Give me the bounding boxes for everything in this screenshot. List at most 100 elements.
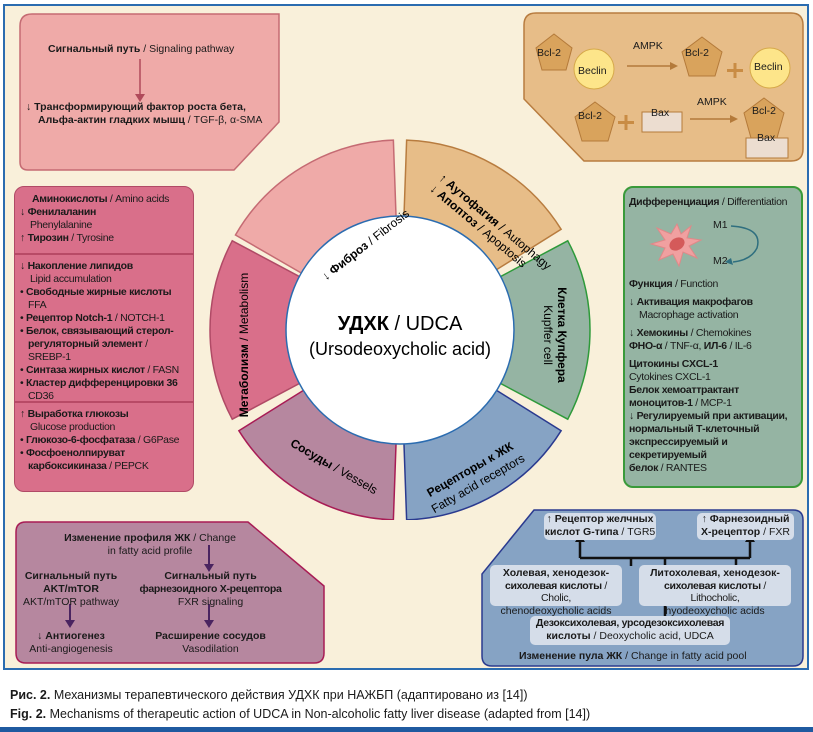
kupffer-segment-label-ru: Клетка Купфера — [555, 287, 569, 383]
bcl2-label: Bcl-2 — [685, 47, 709, 59]
chemokines-en: Chemokines — [695, 327, 752, 339]
ffa-en: FFA — [28, 299, 47, 311]
fxr-box-en: FXR — [769, 525, 790, 538]
g6pase-ru: Глюкозо-6-фосфатаза — [26, 434, 136, 446]
fa-pool-en: Change in fatty acid pool — [630, 650, 747, 662]
phenylalanine-en: Phenylalanine — [30, 219, 93, 231]
fxr-ru-1: Сигнальный путь — [164, 570, 257, 582]
deoxy-ru-2: кислоты — [546, 629, 591, 642]
caption-en-label: Fig. 2. — [10, 707, 47, 721]
differentiation-ru: Дифференциация — [629, 196, 720, 208]
fibrosis-result: ↓ Трансформирующий фактор роста бета, Ал… — [26, 101, 263, 126]
macrophage-icon — [649, 222, 703, 268]
plus-icon-v — [624, 115, 628, 130]
notch-ru: Рецептор Notch-1 — [26, 312, 113, 324]
anti-angiogenesis-ru: Антиогенез — [45, 630, 105, 642]
activation-ru: Активация макрофагов — [636, 296, 754, 308]
bullet-icon: • — [20, 434, 26, 446]
fxr-en: FXR signaling — [177, 596, 244, 608]
pepck-ru-2: карбоксикиназа — [28, 460, 107, 472]
cxcl-en: Cytokines CXCL-1 — [629, 371, 711, 383]
caption-ru-label: Рис. 2. — [10, 688, 51, 702]
bullet-icon: • — [20, 364, 26, 376]
cholic-ru-2: сихолевая кислоты — [504, 579, 602, 592]
il6-en: IL-6 — [734, 340, 752, 352]
amino-acids-en: Amino acids — [115, 193, 170, 205]
caption-en-text: Mechanisms of therapeutic action of UDCA… — [46, 707, 591, 721]
tnf-ru: ФНО-α — [629, 340, 663, 352]
mcp-ru-1: Белок хемоаттрактант — [629, 384, 739, 396]
down-arrow-icon: ↓ — [629, 410, 637, 422]
fibrosis-signal-label: Сигнальный путь / Signaling pathway — [48, 43, 235, 55]
fxr-ru-2: фарнезоидного Х-рецептора — [139, 583, 282, 595]
differentiation-label: Дифференциация / Differentiation — [629, 196, 788, 208]
tnf-en: TNF-α, — [670, 340, 702, 352]
il6-ru: ИЛ-6 — [703, 340, 727, 352]
caption-ru-text: Механизмы терапевтического действия УДХК… — [50, 688, 528, 702]
tgr5-ru-2: кислот G-типа — [544, 525, 619, 538]
down-arrow-icon: ↓ — [629, 327, 637, 339]
cholic-en-2: chenodeoxycholic acids — [500, 604, 612, 617]
bcl2-label: Bcl-2 — [578, 110, 602, 122]
tgr5-box: ↑ Рецептор желчных кислот G-типа / TGR5 — [544, 513, 656, 540]
cd36-en: CD36 — [28, 390, 54, 402]
kupffer-segment-label-en: Kupffer cell — [541, 305, 555, 365]
lipid-section: ↓ Накопление липидов Lipid accumulation … — [15, 260, 193, 403]
ampk-label: AMPK — [697, 96, 727, 108]
fibrosis-signal-ru: Сигнальный путь — [48, 43, 141, 55]
center-subtitle: (Ursodeoxycholic acid) — [309, 339, 491, 359]
ffa-ru: Свободные жирные кислоты — [26, 286, 172, 298]
fibrosis-line1: Трансформирующий фактор роста бета, — [34, 101, 246, 113]
bax-label: Bax — [651, 107, 670, 119]
ampk-arrowhead-2 — [730, 115, 738, 123]
bullet-icon: • — [20, 377, 26, 389]
tyrosine-en: Tyrosine — [76, 232, 115, 244]
fasn-en: FASN — [152, 364, 180, 376]
srebp-ru-2: регуляторный элемент — [28, 338, 143, 350]
bcl2-pentagon — [535, 33, 573, 71]
fibrosis-box — [19, 13, 280, 171]
fa-profile-en2: in fatty acid profile — [107, 545, 193, 557]
deoxy-box: Дезоксихолевая, урсодезоксихолевая кисло… — [530, 616, 730, 645]
fibrosis-arrowhead — [135, 94, 145, 102]
up-arrow-icon: ↑ — [701, 513, 710, 525]
differentiation-en: Differentiation — [727, 196, 788, 208]
cd36-ru: Кластер дифференцировки 36 — [26, 377, 178, 389]
glucose-en: Glucose production — [30, 421, 116, 433]
vasodilation-en: Vasodilation — [182, 643, 239, 655]
mcp-en: MCP-1 — [700, 397, 732, 409]
kupffer-box: Дифференциация / Differentiation M1 M2 Ф… — [623, 186, 803, 488]
chemokines-ru: Хемокины — [636, 327, 689, 339]
up-arrow-icon: ↑ — [20, 232, 28, 244]
bax-label: Bax — [757, 132, 776, 144]
beclin-circle — [573, 48, 615, 90]
section-divider — [15, 401, 193, 403]
deoxy-en: Deoxycholic acid, UDCA — [599, 629, 714, 642]
fibrosis-signal-en: Signaling pathway — [149, 43, 235, 55]
m1-label: M1 — [713, 219, 728, 231]
cholic-box: Холевая, хенодезок- сихолевая кислоты / … — [490, 565, 622, 617]
up-arrow-icon: ↑ — [546, 513, 555, 525]
bullet-icon: • — [20, 447, 26, 459]
pepck-ru-1: Фосфоенолпируват — [26, 447, 125, 459]
cholic-en-1: Cholic, — [541, 592, 571, 604]
amino-acids-ru: Аминокислоты — [32, 193, 108, 205]
rantes-ru-4: белок — [629, 462, 659, 474]
fa-profile-en1: Change — [199, 532, 236, 544]
fa-profile-ru: Изменение профиля ЖК — [64, 532, 191, 544]
fasn-ru: Синтаза жирных кислот — [26, 364, 145, 376]
caption-en: Fig. 2. Mechanisms of therapeutic action… — [10, 705, 590, 724]
vessels-arrowhead — [65, 620, 75, 628]
fibrosis-line2-en: TGF-β, α-SMA — [193, 114, 263, 126]
cholic-ru-1: Холевая, хенодезок- — [502, 567, 610, 579]
rantes-ru-2: нормальный Т-клеточный — [629, 423, 760, 435]
akt-ru-1: Сигнальный путь — [24, 570, 118, 582]
glucose-ru: Выработка глюкозы — [27, 408, 129, 420]
bcl2-pentagon — [681, 36, 723, 77]
beclin-label: Beclin — [754, 61, 783, 73]
function-ru: Функция — [629, 278, 673, 290]
tgr5-ru-1: Рецептор желчных — [554, 513, 654, 525]
bullet-icon: • — [20, 312, 26, 324]
vasodilation-ru: Расширение сосудов — [155, 630, 266, 642]
vessels-arrowhead — [204, 620, 214, 628]
